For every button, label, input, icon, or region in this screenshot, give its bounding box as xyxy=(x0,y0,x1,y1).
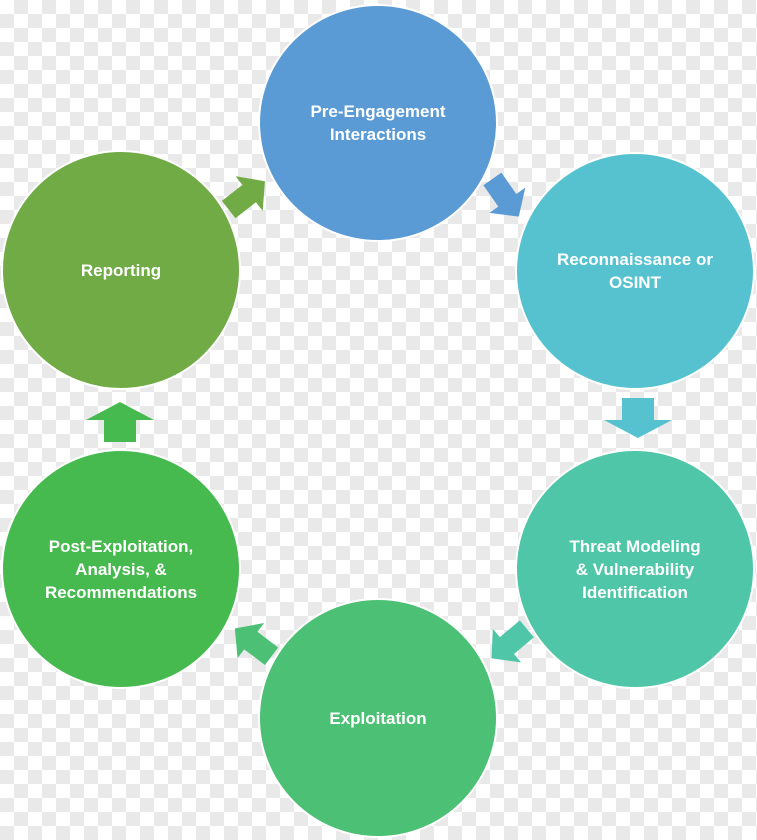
node-label-reconnaissance: Reconnaissance or OSINT xyxy=(557,250,713,292)
node-reconnaissance: Reconnaissance or OSINT xyxy=(515,152,755,390)
node-post-exploitation: Post-Exploitation, Analysis, & Recommend… xyxy=(1,449,241,689)
node-exploitation: Exploitation xyxy=(258,598,498,838)
node-label-threat-modeling: Threat Modeling & Vulnerability Identifi… xyxy=(569,536,701,602)
arrow-reconnaissance-to-threat-modeling xyxy=(604,398,672,438)
node-label-exploitation: Exploitation xyxy=(329,708,427,728)
node-threat-modeling: Threat Modeling & Vulnerability Identifi… xyxy=(515,449,755,689)
arrow-threat-modeling-to-exploitation xyxy=(491,620,534,663)
arrow-post-exploitation-to-reporting xyxy=(86,402,154,442)
arrow-pre-engagement-to-reconnaissance xyxy=(483,172,526,217)
node-label-reporting: Reporting xyxy=(80,260,162,280)
arrow-exploitation-to-post-exploitation xyxy=(234,623,279,666)
node-pre-engagement: Pre-Engagement Interactions xyxy=(258,4,498,242)
node-reporting: Reporting xyxy=(1,150,241,390)
node-label-post-exploitation: Post-Exploitation, Analysis, & Recommend… xyxy=(44,536,198,602)
node-label-pre-engagement: Pre-Engagement Interactions xyxy=(310,102,446,144)
arrow-reporting-to-pre-engagement xyxy=(221,176,265,219)
